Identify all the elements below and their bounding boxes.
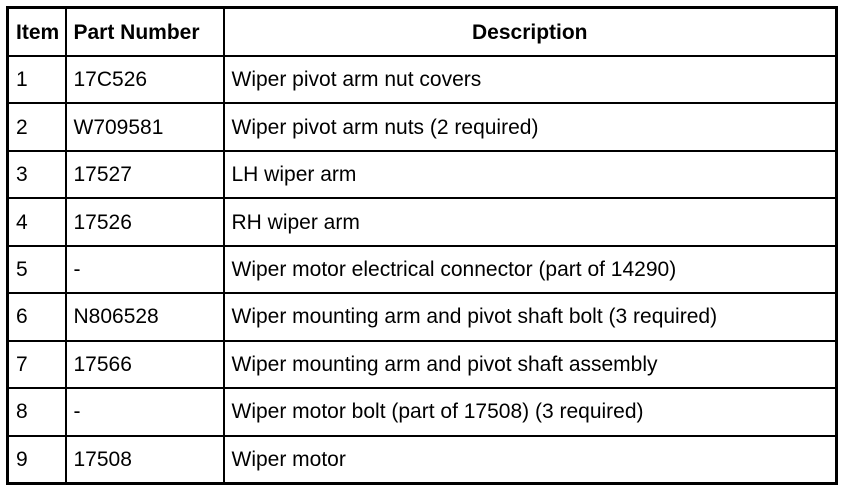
- part-number-cell: 17526: [64, 197, 225, 247]
- header-row: Item Part Number Description: [6, 6, 838, 57]
- item-cell: 8: [6, 387, 67, 437]
- table-row: 5 - Wiper motor electrical connector (pa…: [6, 244, 838, 295]
- parts-table: Item Part Number Description 1 17C526 Wi…: [6, 6, 838, 485]
- description-cell: Wiper mounting arm and pivot shaft assem…: [222, 339, 838, 390]
- table-row: 9 17508 Wiper motor: [6, 434, 838, 485]
- part-number-cell: -: [64, 244, 225, 295]
- table-header: Item Part Number Description: [6, 6, 838, 57]
- table-row: 8 - Wiper motor bolt (part of 17508) (3 …: [6, 387, 838, 437]
- part-number-cell: W709581: [64, 102, 225, 152]
- part-number-cell: 17566: [64, 339, 225, 390]
- header-description: Description: [222, 6, 838, 57]
- table-body: 1 17C526 Wiper pivot arm nut covers 2 W7…: [6, 54, 838, 485]
- table-row: 2 W709581 Wiper pivot arm nuts (2 requir…: [6, 102, 838, 152]
- description-cell: Wiper motor: [222, 434, 838, 485]
- description-cell: LH wiper arm: [222, 149, 838, 200]
- item-cell: 4: [6, 197, 67, 247]
- part-number-cell: 17508: [64, 434, 225, 485]
- header-item: Item: [6, 6, 67, 57]
- description-cell: Wiper motor bolt (part of 17508) (3 requ…: [222, 387, 838, 437]
- item-cell: 5: [6, 244, 67, 295]
- item-cell: 3: [6, 149, 67, 200]
- item-cell: 9: [6, 434, 67, 485]
- table-row: 7 17566 Wiper mounting arm and pivot sha…: [6, 339, 838, 390]
- table-row: 1 17C526 Wiper pivot arm nut covers: [6, 54, 838, 105]
- part-number-cell: 17C526: [64, 54, 225, 105]
- description-cell: Wiper motor electrical connector (part o…: [222, 244, 838, 295]
- item-cell: 2: [6, 102, 67, 152]
- description-cell: Wiper mounting arm and pivot shaft bolt …: [222, 292, 838, 342]
- description-cell: Wiper pivot arm nuts (2 required): [222, 102, 838, 152]
- table-row: 4 17526 RH wiper arm: [6, 197, 838, 247]
- table-row: 6 N806528 Wiper mounting arm and pivot s…: [6, 292, 838, 342]
- table-row: 3 17527 LH wiper arm: [6, 149, 838, 200]
- part-number-cell: N806528: [64, 292, 225, 342]
- item-cell: 7: [6, 339, 67, 390]
- description-cell: RH wiper arm: [222, 197, 838, 247]
- item-cell: 6: [6, 292, 67, 342]
- description-cell: Wiper pivot arm nut covers: [222, 54, 838, 105]
- item-cell: 1: [6, 54, 67, 105]
- header-part-number: Part Number: [64, 6, 225, 57]
- part-number-cell: -: [64, 387, 225, 437]
- part-number-cell: 17527: [64, 149, 225, 200]
